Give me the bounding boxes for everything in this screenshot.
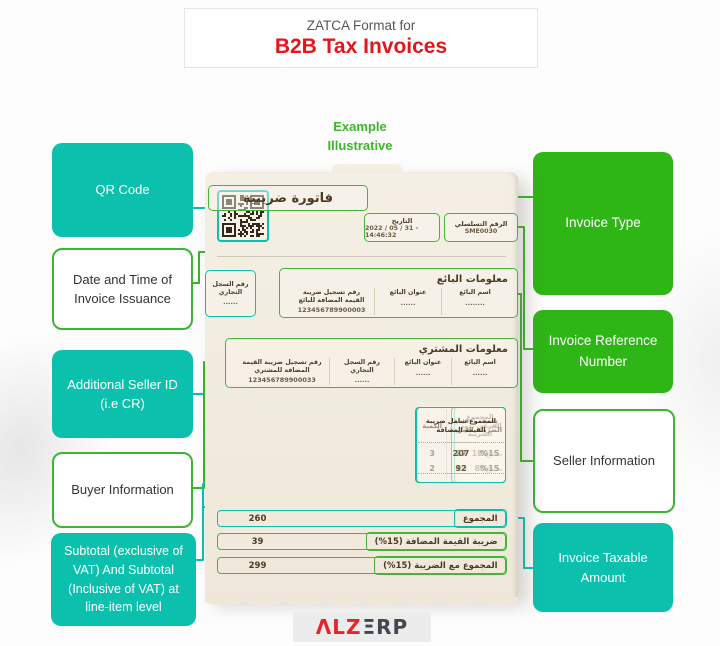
total-row-grand: المجموع 260 <box>217 509 507 528</box>
header-subtitle: ZATCA Format for <box>306 17 416 33</box>
callout-invoice-type-label: Invoice Type <box>565 215 641 231</box>
seller-name-value: ........ <box>465 298 485 307</box>
table-group-total-incl-vat: المجموع شامل ضريبة القيمة المضافة 207 92 <box>416 407 506 483</box>
seller-section-title: معلومات البائع <box>436 274 508 285</box>
cell: %15 <box>480 449 500 458</box>
qr-code <box>217 190 269 242</box>
buyer-cr-field: رقم السجل التجاري ...... <box>330 358 395 386</box>
total-grand-value: 260 <box>248 513 267 524</box>
total-row-vat: ضريبة القيمة المضافة (15%) 39 <box>217 532 507 551</box>
total-vat-value: 39 <box>251 536 264 547</box>
callout-additional-seller-id: Additional Seller ID (i.e CR) <box>52 350 193 438</box>
callout-additional-seller-id-label: Additional Seller ID (i.e CR) <box>67 376 178 412</box>
cell: 2 <box>429 464 435 473</box>
header-title: B2B Tax Invoices <box>274 34 448 58</box>
seller-address-label: عنوان البائع <box>389 289 427 296</box>
total-with-tax-value: 299 <box>248 560 267 571</box>
buyer-address-label: عنوان البائع <box>404 359 442 366</box>
cell: 3 <box>429 449 435 458</box>
invoice-serial-box: الرقم التسلسلي SME0030 <box>444 213 518 242</box>
buyer-name-field: اسم البائع ...... <box>452 358 508 385</box>
total-row-with-tax: المجموع مع الضريبة (15%) 299 <box>217 556 507 575</box>
qr-code-image <box>222 195 264 237</box>
seller-fields: اسم البائع ........ عنوان البائع ...... … <box>289 288 508 316</box>
invoice-serial-value: SME0030 <box>464 228 498 235</box>
buyer-vat-value: 123456789900033 <box>248 376 316 385</box>
divider <box>217 256 506 257</box>
buyer-vat-label: رقم تسجيل ضريبة القيمة المضافة للمشتري <box>242 359 322 374</box>
invoice-date-box: التاريخ 2022 / 05 / 31 - 14:46:32 <box>364 213 440 242</box>
callout-subtotal: Subtotal (exclusive of VAT) And Subtotal… <box>51 533 196 626</box>
cell: منتج 1 <box>477 449 503 458</box>
total-grand-label: المجموع <box>453 509 507 528</box>
cell: 60 <box>455 449 468 458</box>
cell: منتج 2 <box>477 464 503 473</box>
paper-wavy-edge <box>205 597 518 606</box>
column-total-incl-vat-header: المجموع شامل ضريبة القيمة المضافة <box>418 410 504 443</box>
buyer-section-title: معلومات المشتري <box>418 344 508 355</box>
buyer-name-value: ...... <box>472 368 488 377</box>
callout-buyer-information: Buyer Information <box>52 452 193 528</box>
cell: %15 <box>480 464 500 473</box>
buyer-name-label: اسم البائع <box>464 359 496 366</box>
callout-date-time: Date and Time of Invoice Issuance <box>52 248 193 330</box>
callout-seller-information: Seller Information <box>533 409 675 513</box>
cell: 40 <box>455 464 468 473</box>
logo-text-dark: ΞRP <box>362 615 409 639</box>
callout-invoice-type: Invoice Type <box>533 152 673 295</box>
callout-qr-code-label: QR Code <box>95 182 150 198</box>
seller-address-value: ...... <box>400 298 416 307</box>
seller-cr-box: رقم السجل التجاري ...... <box>205 270 256 317</box>
invoice-date-label: التاريخ <box>391 216 413 225</box>
seller-name-label: اسم البائع <box>459 289 491 296</box>
total-with-tax-label: المجموع مع الضريبة (15%) <box>374 556 507 575</box>
callout-invoice-reference-label: Invoice Reference Number <box>548 333 658 369</box>
callout-date-time-label: Date and Time of Invoice Issuance <box>73 271 172 307</box>
buyer-fields: اسم البائع ...... عنوان البائع ...... رق… <box>235 358 508 386</box>
cell: 180 <box>471 449 489 458</box>
buyer-info-section: معلومات المشتري اسم البائع ...... عنوان … <box>225 338 518 388</box>
seller-address-field: عنوان البائع ...... <box>375 288 442 316</box>
seller-cr-label: رقم السجل التجاري <box>212 280 249 296</box>
dotted-rule <box>418 473 504 480</box>
callout-invoice-reference: Invoice Reference Number <box>533 310 673 393</box>
column-total-incl-vat: المجموع شامل ضريبة القيمة المضافة 207 92 <box>418 410 504 480</box>
invoice-serial-label: الرقم التسلسلي <box>454 220 508 228</box>
seller-name-field: اسم البائع ........ <box>442 288 508 315</box>
callout-seller-information-label: Seller Information <box>553 453 655 469</box>
invoice-date-value: 2022 / 05 / 31 - 14:46:32 <box>365 224 419 239</box>
header-card: ZATCA Format for B2B Tax Invoices <box>184 8 538 68</box>
buyer-cr-value: ...... <box>354 376 370 385</box>
total-vat-label: ضريبة القيمة المضافة (15%) <box>365 532 507 551</box>
cell: 12 <box>455 464 467 473</box>
logo-text-red: ΛLZ <box>315 615 362 639</box>
seller-vat-field: رقم تسجيل ضريبة القيمة المضافة للبائع 12… <box>289 288 375 316</box>
callout-qr-code: QR Code <box>52 143 193 237</box>
buyer-address-value: ...... <box>415 368 431 377</box>
buyer-address-field: عنوان البائع ...... <box>395 358 452 386</box>
callout-subtotal-label: Subtotal (exclusive of VAT) And Subtotal… <box>64 544 183 615</box>
buyer-vat-field: رقم تسجيل ضريبة القيمة المضافة للمشتري 1… <box>235 358 330 386</box>
seller-info-section: معلومات البائع اسم البائع ........ عنوان… <box>279 268 518 318</box>
invoice-title: فاتورة ضريبية <box>208 185 368 211</box>
seller-vat-value: 123456789900003 <box>297 306 366 315</box>
seller-vat-label: رقم تسجيل ضريبة القيمة المضافة للبائع <box>298 289 365 304</box>
callout-buyer-information-label: Buyer Information <box>71 482 174 498</box>
callout-invoice-taxable-amount: Invoice Taxable Amount <box>533 523 673 612</box>
cell: 80 <box>474 464 486 473</box>
cell: 92 <box>455 464 467 473</box>
buyer-cr-label: رقم السجل التجاري <box>344 359 380 374</box>
example-note: Example Illustrative <box>327 119 393 153</box>
items-table: المنتج منتج 1 منتج 2 سعر الوحدة 60 40 ال… <box>217 407 506 503</box>
cell: 207 <box>452 449 470 458</box>
seller-cr-value: ...... <box>223 298 238 307</box>
callout-invoice-taxable-amount-label: Invoice Taxable Amount <box>558 550 648 585</box>
invoice-paper: فاتورة ضريبية التاريخ 2022 / 05 / 31 - 1… <box>205 172 518 598</box>
cell: 27 <box>455 449 467 458</box>
